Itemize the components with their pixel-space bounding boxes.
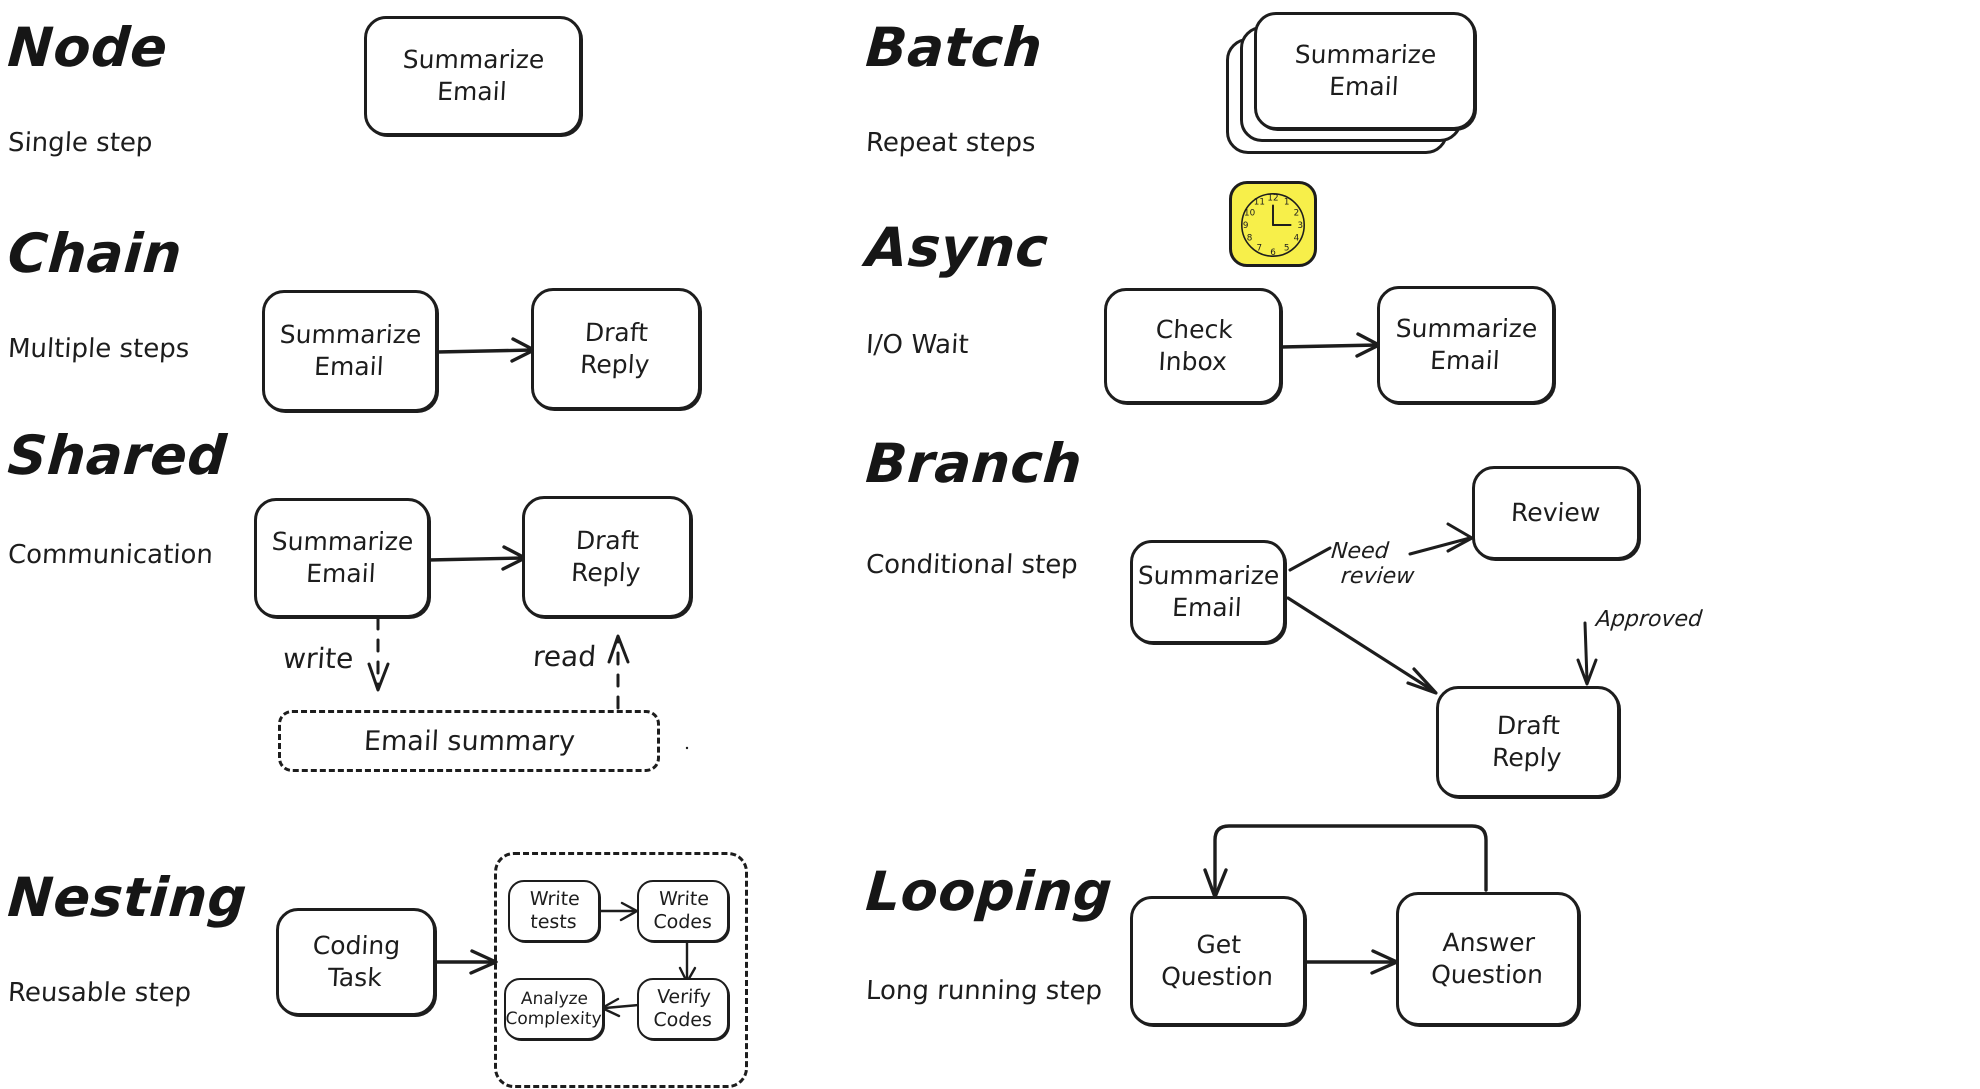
pattern-subtitle-looping: Long running step — [865, 976, 1103, 1006]
nesting-inner-node-write-tests[interactable]: Write tests — [508, 880, 600, 942]
node-label: Verify Codes — [652, 986, 713, 1031]
node-summarize-email[interactable]: Summarize Email — [364, 16, 582, 136]
node-label: Summarize Email — [1137, 561, 1281, 622]
shared-read-label: read — [531, 640, 598, 673]
node-label: Write tests — [528, 888, 581, 933]
async-node-check-inbox[interactable]: Check Inbox — [1104, 288, 1282, 404]
branch-edge-label-approved: Approved — [1594, 607, 1704, 632]
node-label: Draft Reply — [570, 526, 642, 587]
nesting-entry-arrow — [435, 949, 498, 975]
edge-label-line2: review — [1339, 563, 1416, 589]
pattern-title-branch: Branch — [863, 432, 1085, 495]
node-label: Draft Reply — [579, 318, 651, 379]
pattern-title-nesting: Nesting — [5, 866, 250, 929]
pattern-subtitle-nesting: Reusable step — [7, 978, 192, 1008]
svg-text:1: 1 — [1284, 198, 1290, 208]
node-label: Summarize Email — [402, 45, 546, 106]
branch-approved-arrow — [1576, 621, 1598, 686]
edge-label-line1: Need — [1330, 539, 1390, 564]
shared-node-draft-reply[interactable]: Draft Reply — [522, 496, 692, 618]
node-label: Draft Reply — [1491, 711, 1563, 772]
shared-store-email-summary[interactable]: Email summary — [278, 710, 660, 772]
pattern-title-batch: Batch — [863, 16, 1045, 79]
chain-node-draft-reply[interactable]: Draft Reply — [531, 288, 701, 410]
shared-read-arrow — [607, 634, 630, 710]
chain-arrow — [435, 337, 536, 363]
svg-text:5: 5 — [1284, 243, 1290, 253]
svg-text:6: 6 — [1270, 248, 1276, 258]
batch-node-summarize-email[interactable]: Summarize Email — [1254, 12, 1476, 130]
pattern-subtitle-async: I/O Wait — [865, 330, 970, 360]
branch-node-summarize-email[interactable]: Summarize Email — [1130, 540, 1286, 644]
svg-text:3: 3 — [1298, 221, 1304, 231]
nesting-inner-node-analyze-complexity[interactable]: Analyze Complexity — [504, 978, 604, 1040]
node-label: Analyze Complexity — [504, 988, 603, 1029]
svg-text:12: 12 — [1267, 194, 1278, 204]
svg-text:2: 2 — [1294, 208, 1300, 218]
pattern-subtitle-shared: Communication — [7, 540, 214, 570]
shared-write-label: write — [281, 642, 355, 675]
pattern-title-node: Node — [5, 16, 170, 79]
looping-feedback-arrow — [1203, 824, 1488, 899]
node-label: Coding Task — [312, 931, 402, 992]
looping-node-get-question[interactable]: Get Question — [1130, 896, 1306, 1026]
shared-arrow — [426, 545, 527, 571]
svg-text:8: 8 — [1247, 234, 1253, 244]
pattern-title-chain: Chain — [5, 222, 185, 285]
looping-forward-arrow — [1304, 949, 1399, 975]
chain-node-summarize-email[interactable]: Summarize Email — [262, 290, 438, 412]
shared-write-arrow — [367, 616, 390, 692]
nesting-inner-flow-container — [494, 852, 748, 1088]
svg-text:9: 9 — [1243, 221, 1249, 231]
node-label: Summarize Email — [271, 527, 415, 588]
svg-text:11: 11 — [1254, 198, 1265, 208]
node-label: Summarize Email — [1395, 314, 1539, 375]
pattern-subtitle-branch: Conditional step — [865, 550, 1079, 580]
shared-node-summarize-email[interactable]: Summarize Email — [254, 498, 430, 618]
node-label: Summarize Email — [1294, 40, 1438, 101]
branch-node-review[interactable]: Review — [1472, 466, 1640, 560]
node-label: Review — [1510, 498, 1602, 527]
looping-node-answer-question[interactable]: Answer Question — [1396, 892, 1580, 1026]
pattern-title-shared: Shared — [5, 424, 229, 487]
pattern-title-looping: Looping — [863, 860, 1115, 923]
branch-node-draft-reply[interactable]: Draft Reply — [1436, 686, 1620, 798]
async-arrow — [1279, 332, 1381, 358]
nesting-inner-node-write-codes[interactable]: Write Codes — [637, 880, 729, 942]
branch-edge-label-need-review: Need review — [1328, 539, 1418, 589]
async-node-summarize-email[interactable]: Summarize Email — [1377, 286, 1555, 404]
pattern-title-async: Async — [863, 216, 1051, 279]
shared-store-label: Email summary — [362, 725, 576, 757]
node-label: Summarize Email — [279, 320, 423, 381]
clock-icon: 12 1 2 3 4 5 6 7 8 9 10 11 — [1229, 181, 1317, 267]
svg-text:10: 10 — [1244, 208, 1255, 218]
svg-text:4: 4 — [1294, 234, 1300, 244]
nesting-node-coding-task[interactable]: Coding Task — [276, 908, 436, 1016]
node-label: Write Codes — [652, 888, 713, 933]
pattern-subtitle-chain: Multiple steps — [7, 334, 191, 364]
pattern-subtitle-node: Single step — [7, 128, 154, 158]
nesting-inner-node-verify-codes[interactable]: Verify Codes — [637, 978, 729, 1040]
svg-text:7: 7 — [1257, 243, 1263, 253]
node-label: Check Inbox — [1154, 315, 1234, 376]
node-label: Answer Question — [1430, 928, 1544, 989]
pattern-subtitle-batch: Repeat steps — [865, 128, 1037, 158]
branch-direct-arrow — [1286, 596, 1438, 695]
node-label: Get Question — [1160, 930, 1274, 991]
